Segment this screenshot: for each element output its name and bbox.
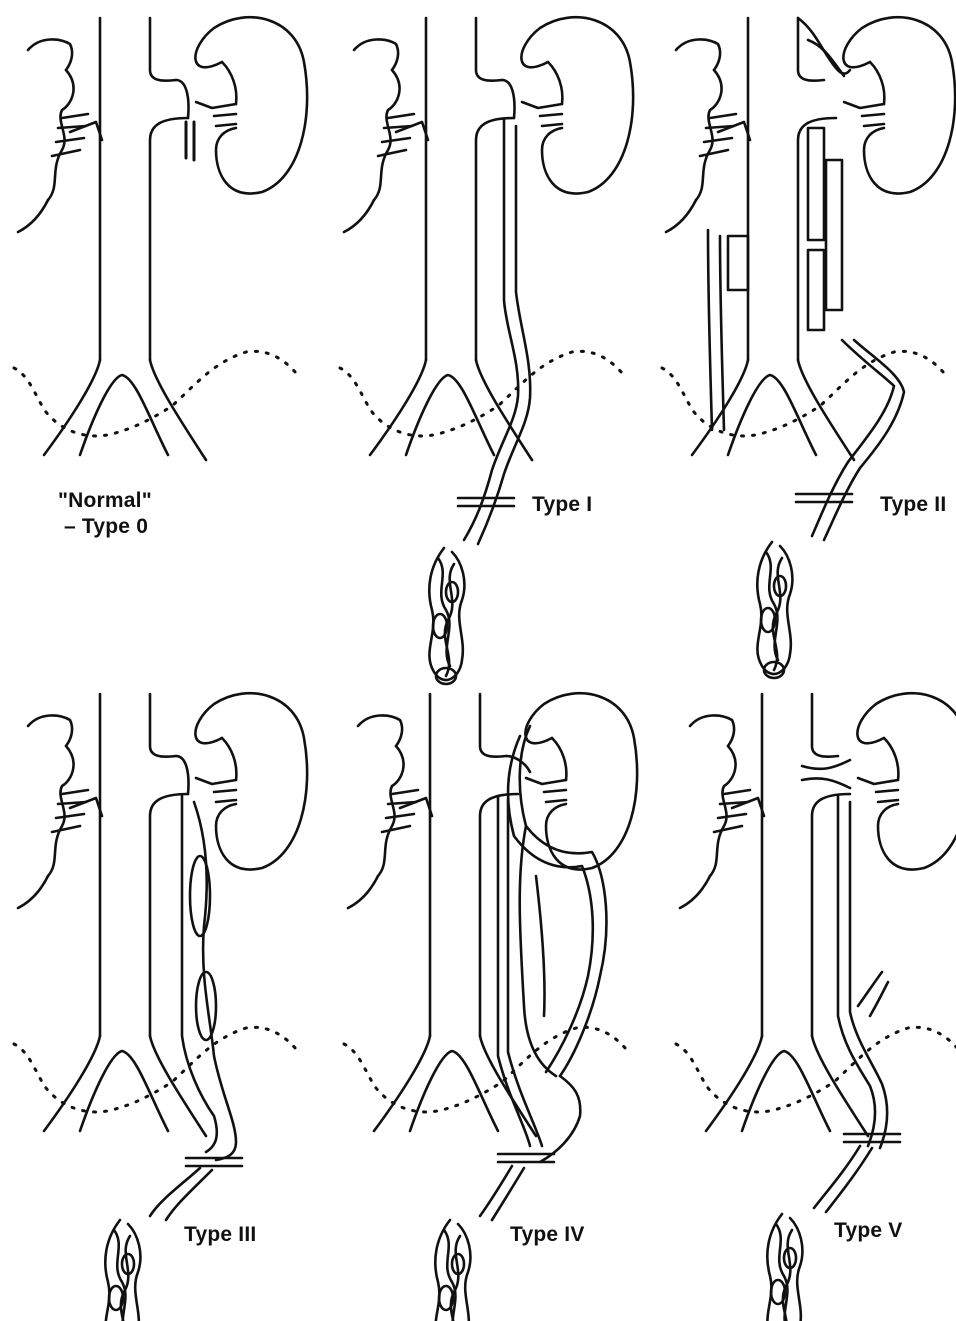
label-normal: "Normal" – Type 0 <box>58 488 152 541</box>
label-type-5: Type V <box>834 1218 903 1244</box>
label-normal-line1: "Normal" <box>58 488 152 514</box>
label-normal-line2: – Type 0 <box>58 514 152 540</box>
panel-type-3 <box>14 693 307 1321</box>
panel-type-2 <box>662 17 955 678</box>
label-type-3: Type III <box>184 1222 256 1248</box>
label-type-2: Type II <box>880 492 946 518</box>
label-type-1: Type I <box>532 492 592 518</box>
panel-type-5 <box>676 693 956 1321</box>
panel-type-1 <box>340 17 633 684</box>
panel-type-4 <box>344 693 637 1321</box>
panel-normal <box>14 17 307 460</box>
label-type-4: Type IV <box>510 1222 585 1248</box>
